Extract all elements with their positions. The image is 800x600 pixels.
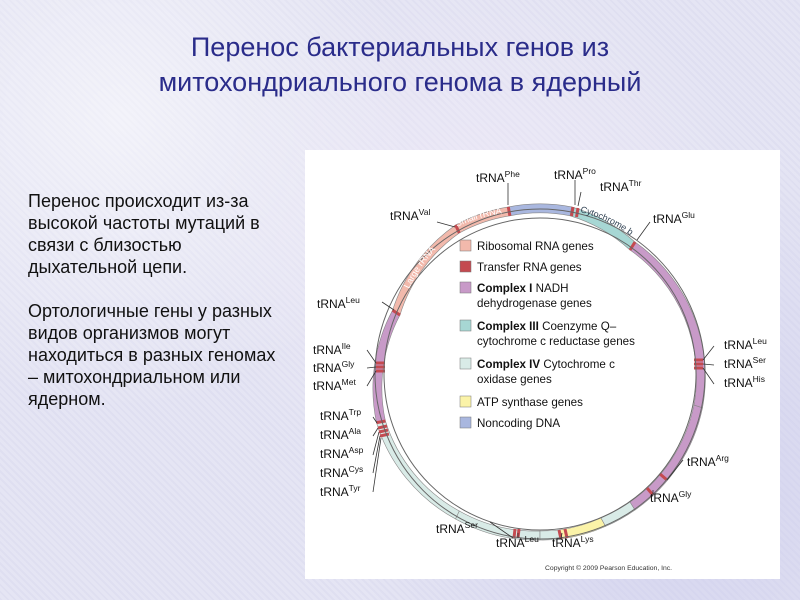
trna-label-gly2: tRNAGly bbox=[650, 489, 692, 505]
legend-text-trna: Transfer RNA genes bbox=[477, 261, 582, 274]
segment-complex3-small bbox=[600, 501, 636, 527]
mitochondrial-genome-figure: Small rRNA Large rRNA Cytochrome b bbox=[305, 150, 780, 579]
legend-text-rrna: Ribosomal RNA genes bbox=[477, 240, 594, 253]
trna-label-ile: tRNAIle bbox=[313, 341, 351, 357]
trna-label-val: tRNAVal bbox=[390, 207, 430, 223]
trna-label-ser2: tRNASer bbox=[436, 520, 478, 536]
trna-label-leu1: tRNALeu bbox=[317, 295, 360, 311]
legend-item-atp: ATP synthase genes bbox=[459, 395, 583, 409]
body-text: Перенос происходит из-за высокой частоты… bbox=[28, 190, 278, 432]
legend-text2-complex4: oxidase genes bbox=[477, 373, 552, 386]
trna-label-pro: tRNAPro bbox=[554, 166, 596, 182]
trna-label-gly1: tRNAGly bbox=[313, 359, 355, 375]
legend-swatch-trna bbox=[459, 260, 472, 273]
trna-label-cys: tRNACys bbox=[320, 464, 363, 480]
slide-title: Перенос бактериальных генов из митохондр… bbox=[0, 30, 800, 100]
trna-label-met: tRNAMet bbox=[313, 377, 356, 393]
legend-item-trna: Transfer RNA genes bbox=[459, 260, 582, 274]
trna-label-thr: tRNAThr bbox=[600, 178, 642, 194]
legend-item-noncoding: Noncoding DNA bbox=[459, 416, 560, 430]
trna-label-lys: tRNALys bbox=[552, 534, 594, 550]
legend-text2-complex3: cytochrome c reductase genes bbox=[477, 335, 635, 348]
legend-text-noncoding: Noncoding DNA bbox=[477, 417, 560, 430]
segment-complex4-right bbox=[539, 529, 562, 541]
arc-label-large-rrna: Large rRNA bbox=[402, 244, 437, 290]
copyright: Copyright © 2009 Pearson Education, Inc. bbox=[545, 564, 672, 572]
trna-label-tyr: tRNATyr bbox=[320, 483, 361, 499]
trna-label-his: tRNAHis bbox=[724, 374, 765, 390]
legend-swatch-atp bbox=[459, 395, 472, 408]
trna-label-glu: tRNAGlu bbox=[653, 210, 695, 226]
trna-label-leu2: tRNALeu bbox=[724, 336, 767, 352]
trna-label-leu3: tRNALeu bbox=[496, 534, 539, 550]
genome-map: Small rRNA Large rRNA Cytochrome b bbox=[313, 166, 767, 572]
legend-text-atp: ATP synthase genes bbox=[477, 396, 583, 409]
title-line-1: Перенос бактериальных генов из bbox=[190, 32, 610, 62]
legend-text-complex1: Complex I NADH bbox=[477, 282, 568, 295]
legend-swatch-rrna bbox=[459, 239, 472, 252]
legend-swatch-complex4 bbox=[459, 357, 472, 370]
trna-label-asp: tRNAAsp bbox=[320, 445, 364, 461]
legend-text-complex4: Complex IV Cytochrome c bbox=[477, 358, 615, 371]
label-leader-lines bbox=[366, 180, 715, 540]
legend-text2-complex1: dehydrogenase genes bbox=[477, 297, 592, 310]
trna-label-trp: tRNATrp bbox=[320, 407, 361, 423]
trna-label-phe: tRNAPhe bbox=[476, 169, 520, 185]
legend-swatch-complex3 bbox=[459, 319, 472, 332]
legend-text-complex3: Complex III Coenzyme Q– bbox=[477, 320, 617, 333]
legend-item-complex4: Complex IV Cytochrome c oxidase genes bbox=[459, 357, 615, 386]
trna-label-arg: tRNAArg bbox=[687, 453, 729, 469]
segment-complex1-upper-right bbox=[629, 241, 706, 409]
title-line-2: митохондриального генома в ядерный bbox=[158, 67, 642, 97]
trna-label-ser1: tRNASer bbox=[724, 355, 766, 371]
legend-item-complex3: Complex III Coenzyme Q– cytochrome c redu… bbox=[459, 319, 635, 348]
trna-label-ala: tRNAAla bbox=[320, 426, 361, 442]
paragraph-2: Ортологичные гены у разных видов организ… bbox=[28, 301, 276, 409]
legend-item-complex1: Complex I NADH dehydrogenase genes bbox=[459, 281, 592, 310]
legend-swatch-noncoding bbox=[459, 416, 472, 429]
paragraph-1: Перенос происходит из-за высокой частоты… bbox=[28, 191, 260, 277]
segment-complex4-bottom bbox=[376, 420, 460, 520]
segment-noncoding bbox=[507, 203, 573, 217]
legend-item-rrna: Ribosomal RNA genes bbox=[459, 239, 594, 253]
segment-large-rrna bbox=[392, 224, 460, 316]
legend-swatch-complex1 bbox=[459, 281, 472, 294]
